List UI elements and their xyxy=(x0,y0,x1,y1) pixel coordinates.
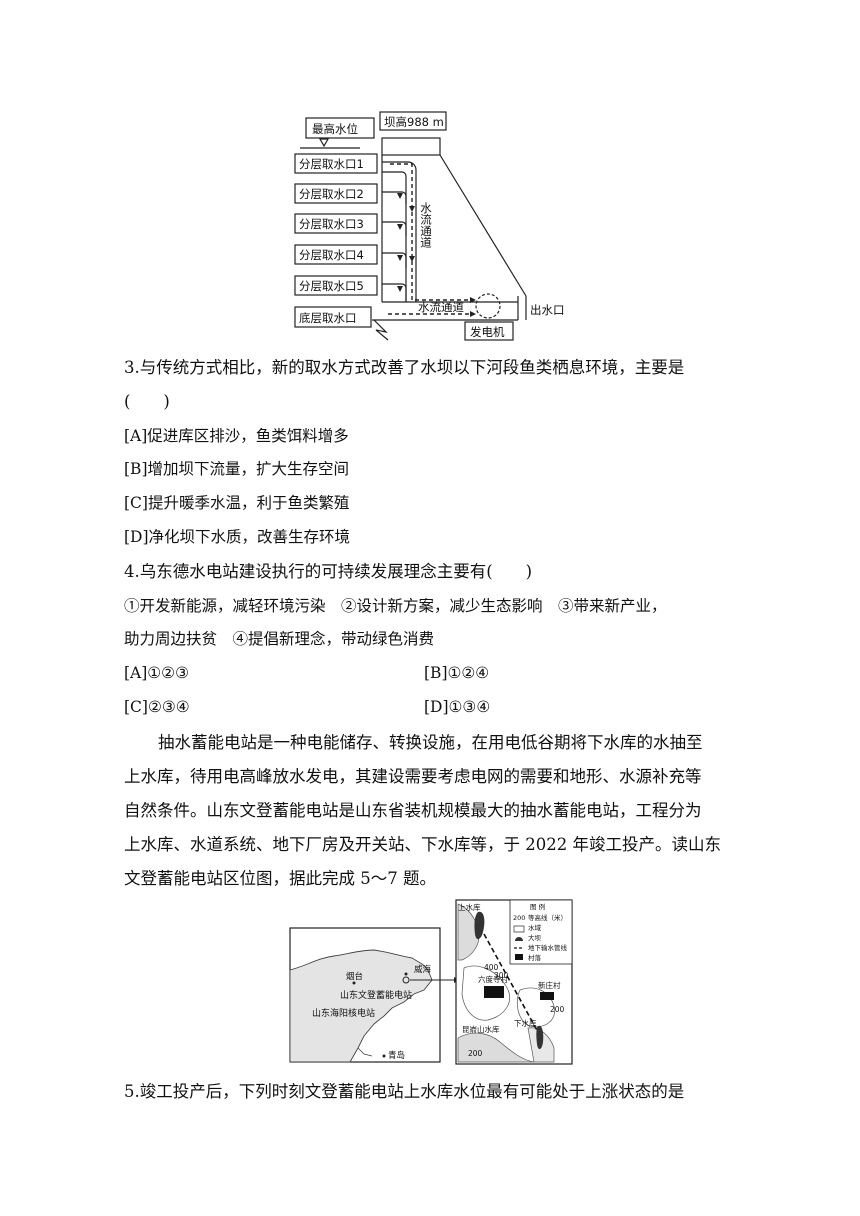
contour-200-east: 200 xyxy=(550,1005,565,1014)
legend-contour-value: 200 xyxy=(513,914,525,922)
bottom-intake-label: 底层取水口 xyxy=(299,311,357,325)
q3-option-b[interactable]: [B]增加坝下流量，扩大生存空间 xyxy=(124,460,349,478)
passage-line-2: 上水库，待用电高峰放水发电，其建设需要考虑电网的需要和地形、水源补充等 xyxy=(124,767,702,786)
city-qingdao: 青岛 xyxy=(388,1050,405,1061)
q4-stem: 4.乌东德水电站建设执行的可持续发展理念主要有( ) xyxy=(124,562,533,581)
q3-blank: ( ) xyxy=(124,392,170,411)
max-level-box xyxy=(305,117,375,139)
legend-contour: 等高线（米） xyxy=(528,913,567,922)
village-xinzhuang: 新庄村 xyxy=(538,980,561,990)
q4-option-c[interactable]: [C]②③④ xyxy=(124,698,190,716)
intake-4-label: 分层取水口4 xyxy=(299,248,364,262)
q3-option-d[interactable]: [D]净化坝下水质，改善生存环境 xyxy=(124,528,351,546)
dam-diagram: 坝高988 m 最高水位 分层取水口1 分层取水口2 分层取水口3 分层取水口4… xyxy=(294,111,565,341)
passage-line-3: 自然条件。山东文登蓄能电站是山东省装机规模最大的抽水蓄能电站，工程分为 xyxy=(124,801,702,820)
q4-statements-line1: ①开发新能源，减轻环境污染 ②设计新方案，减少生态影响 ③带来新产业， xyxy=(124,597,667,615)
q4-statements-line2: 助力周边扶贫 ④提倡新理念，带动绿色消费 xyxy=(124,630,435,648)
intake-2-label: 分层取水口2 xyxy=(299,187,364,201)
outlet-label: 出水口 xyxy=(530,303,565,317)
q5-stem: 5.竣工投产后，下列时刻文登蓄能电站上水库水位最有可能处于上涨状态的是 xyxy=(124,1082,685,1101)
dam-height-label: 坝高988 m xyxy=(384,115,444,129)
dam-height-box xyxy=(379,111,447,131)
q3-option-c[interactable]: [C]提升暖季水温，利于鱼类繁殖 xyxy=(124,494,350,512)
passage-line-4: 上水库、水道系统、地下厂房及开关站、下水库等，于 2022 年竣工投产。读山东 xyxy=(124,835,721,854)
intake-1-label: 分层取水口1 xyxy=(299,157,364,171)
nuclear-label: 山东海阳核电站 xyxy=(312,1007,375,1019)
generator-label: 发电机 xyxy=(470,325,505,339)
city-weihai: 威海 xyxy=(414,964,432,975)
max-level-label: 最高水位 xyxy=(312,122,358,136)
q4-option-d[interactable]: [D]①③④ xyxy=(424,698,491,716)
legend-village: 村落 xyxy=(528,953,542,962)
q3-stem: 3.与传统方式相比，新的取水方式改善了水坝以下河段鱼类栖息环境，主要是 xyxy=(124,358,685,377)
contour-200-south: 200 xyxy=(468,1049,483,1058)
passage-line-5: 文登蓄能电站区位图，据此完成 5～7 题。 xyxy=(124,869,436,888)
intake-3-label: 分层取水口3 xyxy=(299,217,364,231)
q4-option-b[interactable]: [B]①②④ xyxy=(424,664,490,682)
location-map: 烟台 威海 青岛 山东文登蓄能电站 山东海阳核电站 图 例 200 等高线（米）… xyxy=(289,899,573,1065)
legend-water: 水域 xyxy=(528,923,542,932)
legend-title: 图 例 xyxy=(530,902,545,911)
city-yantai: 烟台 xyxy=(346,971,363,982)
legend-pipeline: 地下输水管线 xyxy=(528,943,568,952)
q3-option-a[interactable]: [A]促进库区排沙，鱼类饵料增多 xyxy=(124,427,349,445)
mountain-reservoir-label: 昆嵛山水库 xyxy=(462,1024,500,1034)
flow-channel-horizontal-label: 水流通道 xyxy=(418,300,464,314)
lower-reservoir-label: 下水库 xyxy=(514,1018,537,1028)
passage-line-1: 抽水蓄能电站是一种电能储存、转换设施，在用电低谷期将下水库的水抽至 xyxy=(158,733,703,752)
station-label: 山东文登蓄能电站 xyxy=(340,989,412,1001)
contour-400: 400 xyxy=(484,963,499,972)
intake-5-label: 分层取水口5 xyxy=(299,279,364,293)
contour-300: 300 xyxy=(494,971,509,980)
upper-reservoir-label: 上水库 xyxy=(458,902,481,912)
village-liudusi: 六度寺村 xyxy=(478,974,508,984)
flow-channel-vertical-label: 水流通道 xyxy=(419,202,433,248)
legend-dam: 大坝 xyxy=(528,933,542,942)
q4-option-a[interactable]: [A]①②③ xyxy=(124,664,189,682)
